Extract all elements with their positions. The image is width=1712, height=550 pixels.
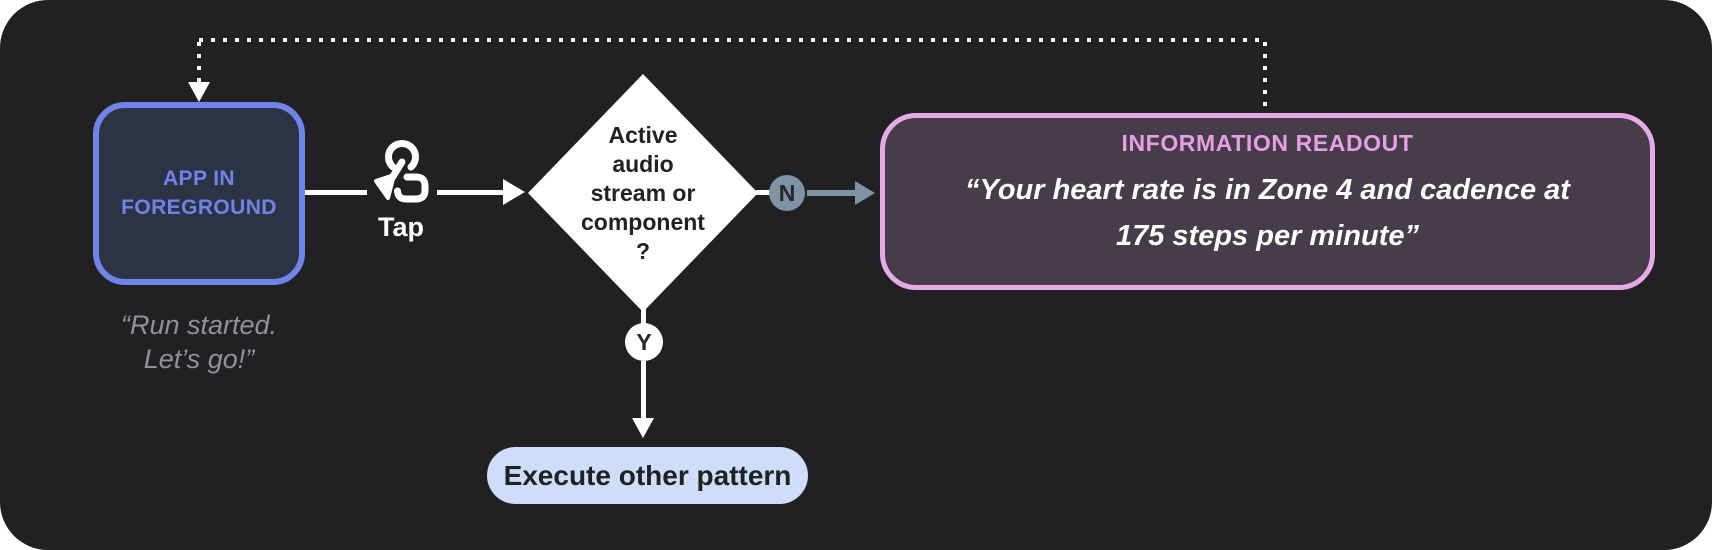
information-readout-title: INFORMATION READOUT	[1121, 130, 1414, 156]
connector-app-to-tap	[305, 190, 367, 195]
connector-decision-to-n	[756, 190, 772, 195]
execute-other-pattern-label: Execute other pattern	[503, 459, 792, 491]
feedback-loop-dotted-line-horizontal	[199, 38, 1267, 42]
information-readout-node: INFORMATION READOUT “Your heart rate is …	[880, 113, 1655, 290]
connector-y-to-execute	[641, 361, 646, 420]
yes-branch-badge: Y	[625, 323, 663, 361]
no-branch-badge: N	[769, 175, 805, 211]
app-voice-caption: “Run started. Let’s go!”	[120, 310, 278, 374]
connector-tap-to-decision	[437, 190, 505, 195]
app-in-foreground-label: APP IN FOREGROUND	[121, 167, 277, 219]
arrowhead-into-execute-icon	[632, 418, 654, 438]
arrowhead-into-decision-icon	[503, 179, 525, 205]
connector-decision-to-y	[641, 308, 646, 326]
tap-label: Tap	[378, 212, 424, 242]
information-readout-quote: “Your heart rate is in Zone 4 and cadenc…	[965, 174, 1570, 252]
execute-other-pattern-node: Execute other pattern	[487, 447, 808, 504]
app-in-foreground-node: APP IN FOREGROUND	[93, 102, 305, 285]
connector-n-to-readout	[807, 190, 857, 196]
feedback-loop-dotted-line-right	[1263, 42, 1267, 112]
yes-branch-label: Y	[636, 328, 652, 355]
arrowhead-into-readout-icon	[855, 181, 875, 205]
no-branch-label: N	[778, 179, 796, 206]
tap-gesture-icon	[362, 135, 440, 215]
decision-question-label: Active audio stream or component ?	[581, 121, 705, 264]
feedback-loop-dotted-line-left	[197, 42, 201, 82]
decision-diamond-node: Active audio stream or component ?	[528, 74, 758, 312]
feedback-loop-arrowhead-icon	[188, 82, 210, 102]
